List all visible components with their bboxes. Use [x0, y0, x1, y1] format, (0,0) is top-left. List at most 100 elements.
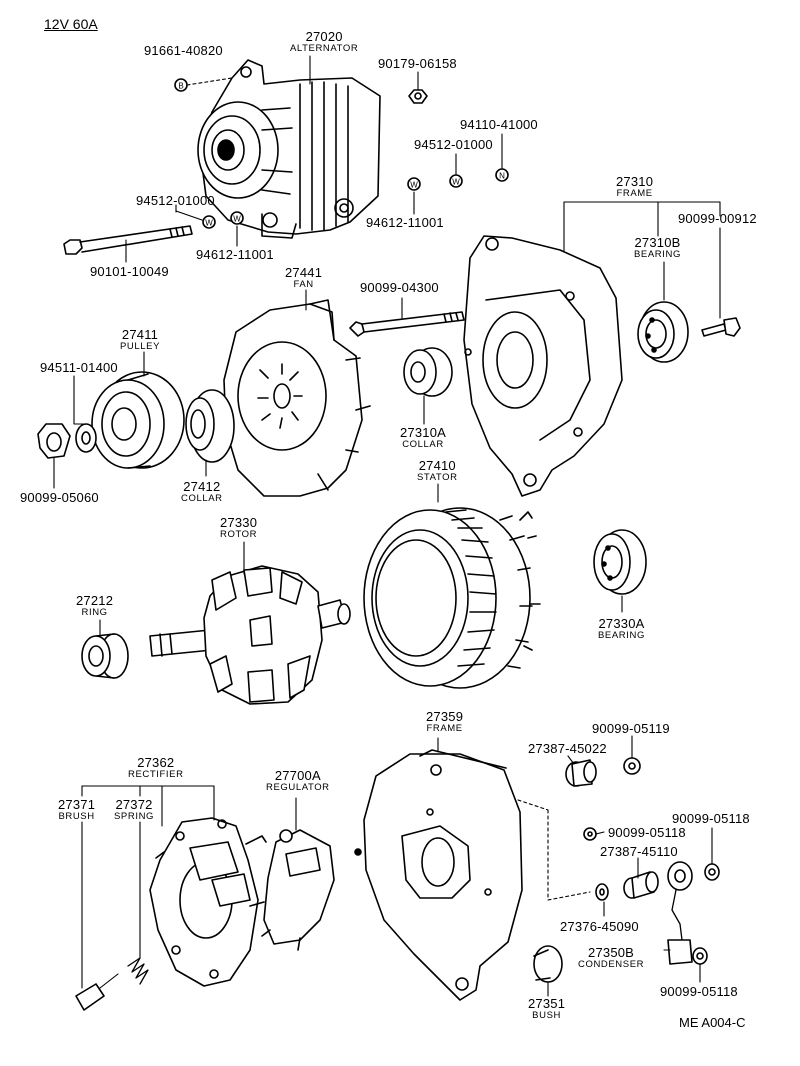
- brush-drawing: [75, 973, 119, 1011]
- part-number: 94612-11001: [196, 247, 274, 262]
- part-label: 90099-05118: [672, 812, 750, 825]
- part-number: 27330A: [598, 616, 645, 631]
- svg-text:N: N: [499, 172, 505, 181]
- part-number: 94511-01400: [40, 360, 118, 375]
- part-number: 27376-45090: [560, 919, 639, 934]
- part-number: 27020: [305, 29, 343, 44]
- collar-drawing: [185, 389, 235, 463]
- part-label: 94512-01000: [414, 138, 493, 151]
- front-frame-drawing: [354, 749, 523, 1001]
- part-number: 27310A: [400, 425, 447, 440]
- part-number: 27410: [418, 458, 456, 473]
- w-marker-icon: W: [202, 215, 216, 229]
- figure-code: ME A004-C: [679, 1015, 746, 1030]
- part-number: 91661-40820: [144, 43, 223, 58]
- part-name: BUSH: [532, 1010, 561, 1021]
- through-bolt-drawing: [349, 311, 465, 337]
- part-name: BRUSH: [58, 811, 95, 822]
- part-name: COLLAR: [181, 493, 223, 504]
- part-name: ROTOR: [220, 529, 258, 540]
- bearing-drawing: [637, 301, 689, 363]
- part-label: 90099-05119: [592, 722, 670, 735]
- w-marker-icon: W: [449, 174, 463, 188]
- n-marker-icon: N: [495, 168, 509, 182]
- svg-text:B: B: [178, 82, 183, 91]
- part-number: 90099-05118: [660, 984, 738, 999]
- part-number: 94612-11001: [366, 215, 444, 230]
- part-number: 27212: [76, 593, 114, 608]
- ring-drawing: [81, 633, 129, 679]
- part-name: FAN: [293, 279, 314, 290]
- part-name: STATOR: [417, 472, 458, 483]
- part-number: 27387-45022: [528, 741, 607, 756]
- part-label: 27387-45110: [600, 845, 678, 858]
- part-number: 27310: [616, 174, 654, 189]
- part-number: 27371: [58, 797, 96, 812]
- alternator-assembly-drawing: [197, 59, 381, 239]
- part-label: 90101-10049: [90, 265, 169, 278]
- part-label: 90179-06158: [378, 57, 457, 70]
- b-marker-icon: B: [174, 78, 188, 92]
- part-number: 90179-06158: [378, 56, 457, 71]
- part-label: 91661-40820: [144, 44, 223, 57]
- part-number: 90099-05118: [672, 811, 750, 826]
- part-label: 27387-45022: [528, 742, 607, 755]
- part-number: 27412: [183, 479, 221, 494]
- part-name: BEARING: [634, 249, 681, 260]
- long-bolt-drawing: [63, 225, 193, 255]
- part-label: 90099-00912: [678, 212, 757, 225]
- insulator-drawing: [623, 871, 659, 899]
- regulator-drawing: [261, 829, 335, 951]
- part-number: 27351: [528, 996, 566, 1011]
- washer-drawing: [75, 423, 97, 453]
- screw-drawing: [701, 317, 741, 337]
- svg-text:W: W: [410, 181, 418, 190]
- bush-drawing: [533, 945, 563, 983]
- leader-lines: [53, 55, 721, 997]
- part-label: 90099-05118: [608, 826, 686, 839]
- part-label: 90099-05118: [660, 985, 738, 998]
- part-name: BEARING: [598, 630, 645, 641]
- part-name: FRAME: [616, 188, 653, 199]
- bearing-drawing: [593, 529, 647, 595]
- part-number: 90099-05060: [20, 490, 99, 505]
- part-number: 90099-00912: [678, 211, 757, 226]
- part-number: 27310B: [634, 235, 681, 250]
- svg-text:W: W: [233, 215, 241, 224]
- part-number: 94512-01000: [136, 193, 215, 208]
- part-number: 90099-04300: [360, 280, 439, 295]
- part-number: 27372: [115, 797, 153, 812]
- part-number: 27350B: [588, 945, 635, 960]
- part-label: 94511-01400: [40, 361, 118, 374]
- spring-drawing: [127, 957, 149, 985]
- nut-drawing: [623, 757, 641, 775]
- part-name: RECTIFIER: [128, 769, 184, 780]
- stator-drawing: [363, 507, 541, 689]
- fan-drawing: [223, 299, 371, 497]
- svg-text:W: W: [452, 178, 460, 187]
- part-label: 90099-05060: [20, 491, 99, 504]
- part-name: FRAME: [426, 723, 463, 734]
- rectifier-drawing: [149, 817, 267, 987]
- part-label: 94110-41000: [460, 118, 538, 131]
- part-label: 90099-04300: [360, 281, 439, 294]
- rotor-drawing: [149, 565, 351, 705]
- w-marker-icon: W: [230, 211, 244, 225]
- part-number: 27700A: [274, 768, 321, 783]
